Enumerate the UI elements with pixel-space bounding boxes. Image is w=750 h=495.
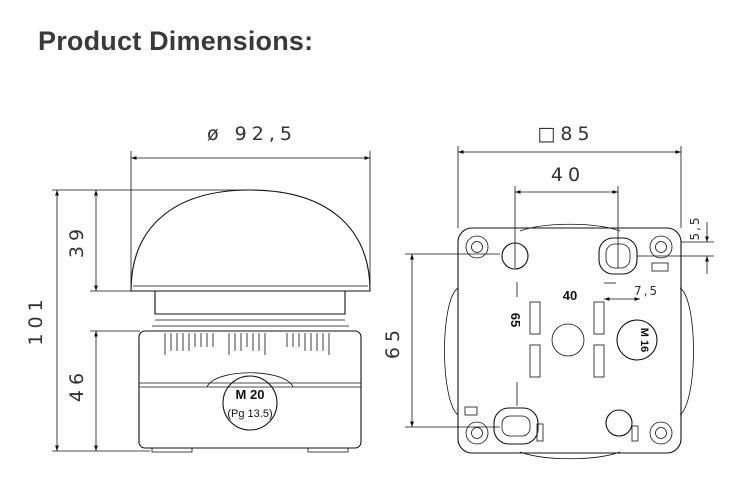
latch-ribs: [164, 333, 330, 355]
inner-65-label: 65: [508, 313, 523, 327]
cable-gland: [222, 375, 278, 431]
terminal-slots: [529, 301, 605, 378]
base-height-label: 46: [66, 368, 88, 402]
square-label: □85: [537, 123, 594, 145]
knockout-label: M 16: [638, 328, 650, 352]
top-view: M 16 40 65 □85 40 5,5 7,5 65: [382, 123, 714, 460]
knockout-m16: [616, 319, 658, 361]
corner-screws: [465, 235, 673, 445]
hole-spacing-label: 40: [551, 164, 585, 186]
mushroom-cap: [130, 189, 371, 292]
enclosure-square: [457, 227, 682, 454]
diameter-label: ø 92,5: [207, 123, 297, 145]
total-height-label: 101: [25, 294, 47, 345]
cap-height-label: 39: [66, 224, 88, 258]
collar: [154, 291, 346, 315]
height-65-label: 65: [382, 325, 404, 359]
inner-40-label: 40: [563, 288, 577, 303]
gland-thread-label: M 20: [236, 387, 265, 402]
page-title: Product Dimensions:: [38, 26, 314, 56]
base-enclosure: [138, 330, 362, 449]
side-view: M 20 (Pg 13.5) ø 92,5 101 39 46: [25, 123, 371, 453]
offset-7-5-label: 7,5: [634, 284, 659, 298]
offset-5-5-label: 5,5: [688, 215, 702, 240]
gland-pg-label: (Pg 13.5): [227, 408, 272, 420]
